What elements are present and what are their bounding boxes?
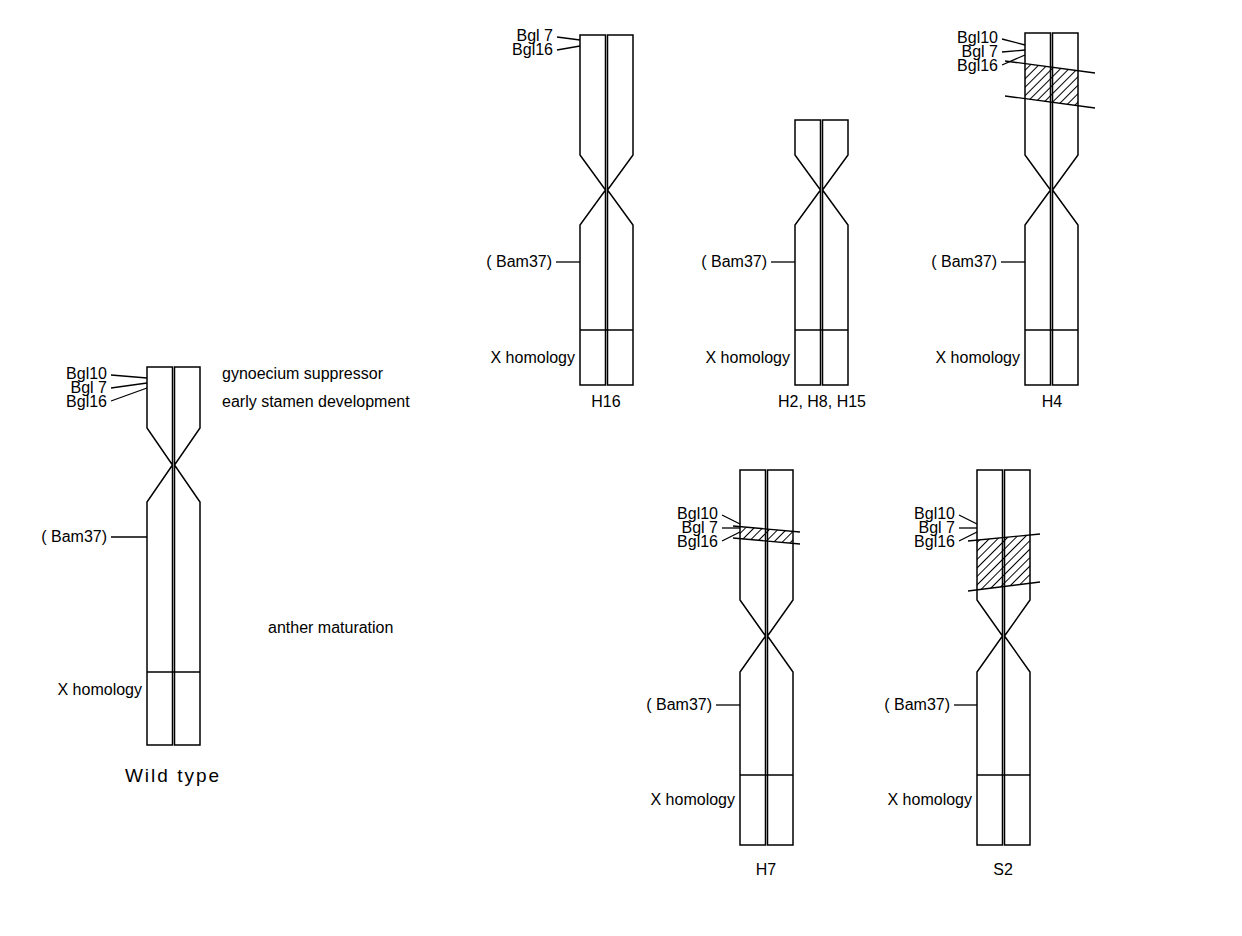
chromosome-label: ( Bam37) [41,529,107,545]
chromosome-label: Bgl16 [957,58,998,74]
chromosome-label: Bgl16 [66,394,107,410]
chromosome-label: ( Bam37) [884,697,950,713]
chromosome-label: X homology [888,792,973,808]
chromosome-label: X homology [936,350,1021,366]
chromosome [977,470,1030,845]
chromosome-label: S2 [993,862,1013,878]
chromosome-label: Bgl16 [914,534,955,550]
chromosome [795,120,848,385]
chromosome [1025,33,1078,385]
chromosome-label: X homology [651,792,736,808]
chromosome-label: X homology [58,682,143,698]
chromosome-label: H2, H8, H15 [778,394,866,410]
chromosome-label: ( Bam37) [931,254,997,270]
chromosome-label: Bgl16 [677,534,718,550]
chromosome [147,367,200,745]
chromosome-label: early stamen development [222,394,410,410]
chromosome-label: ( Bam37) [486,254,552,270]
chromosome-label: X homology [491,350,576,366]
chromosome-label: H7 [756,862,776,878]
chromosome-label: gynoecium suppressor [222,366,383,382]
chromosome-label: Bgl16 [512,42,553,58]
chromosome-label: ( Bam37) [646,697,712,713]
strain-label: Wild type [125,766,221,785]
chromosome [580,35,633,385]
chromosome-label: anther maturation [268,620,393,636]
chromosome-label: H16 [591,394,620,410]
deletion-hatch [733,61,1095,591]
chromosome-label: ( Bam37) [701,254,767,270]
chromosome [740,470,793,845]
chromosome-label: X homology [706,350,791,366]
leader-line [111,37,1025,705]
chromosome-label: H4 [1042,394,1062,410]
